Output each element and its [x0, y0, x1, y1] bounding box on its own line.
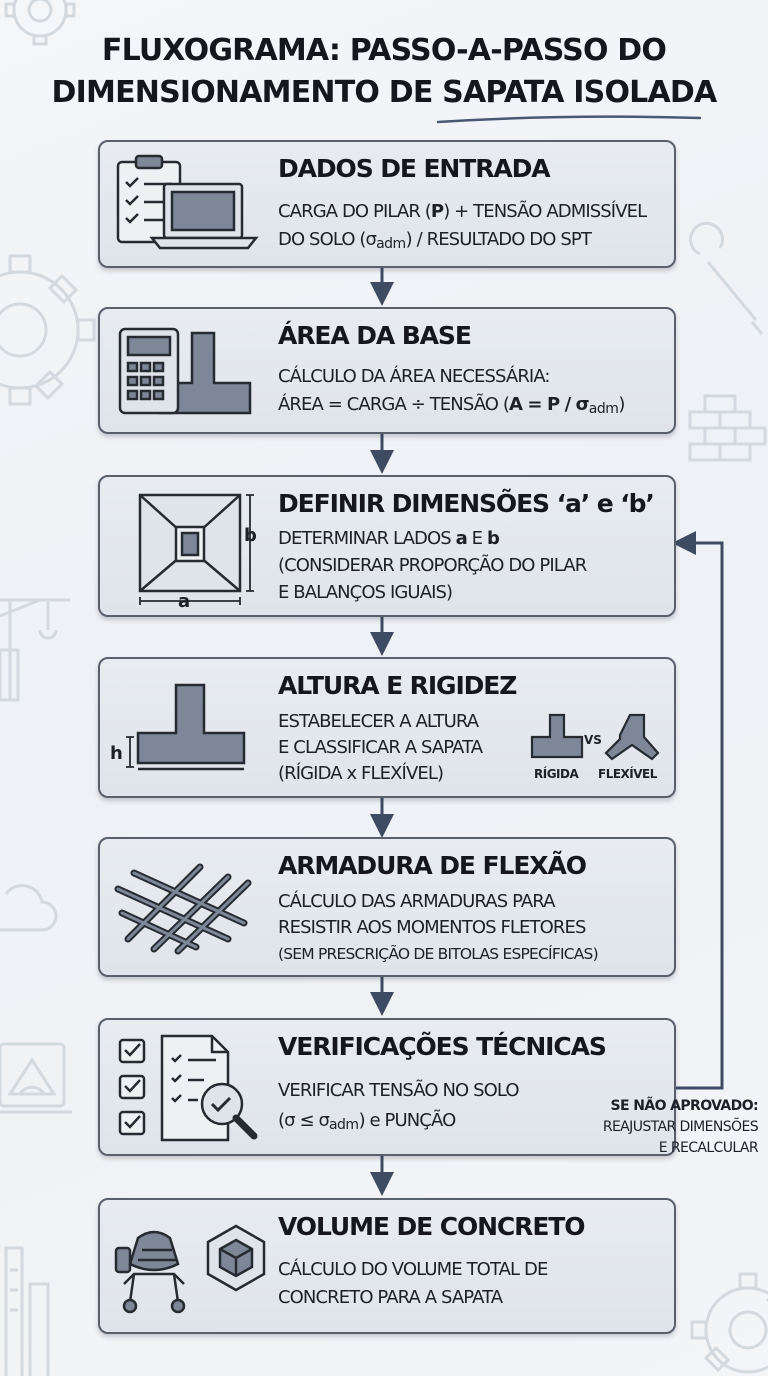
- gear-icon: [690, 1272, 768, 1374]
- page-title: FLUXOGRAMA: PASSO-A-PASSO DO DIMENSIONAM…: [0, 30, 768, 114]
- gear-icon: [4, 0, 76, 46]
- brick-wall-icon: [688, 394, 767, 462]
- feedback-note: SE NÃO APROVADO: REAJUSTAR DIMENSÕES E R…: [520, 1096, 759, 1159]
- checklist-magnifier-icon: [118, 1034, 258, 1142]
- wrench-icon: [689, 221, 764, 335]
- flexible-footing-icon: [604, 713, 660, 761]
- building-icon: [4, 1246, 50, 1376]
- cloud-icon: [0, 884, 58, 932]
- footing-plan-icon: [138, 493, 254, 605]
- calculator-footing-icon: [118, 327, 252, 415]
- step-volume-de-concreto: VOLUME DE CONCRETO CÁLCULO DO VOLUME TOT…: [98, 1198, 676, 1334]
- concrete-mixer-cube-icon: [114, 1224, 266, 1314]
- blueprint-monitor-icon: [0, 1042, 72, 1114]
- step-title: ALTURA E RIGIDEZ: [278, 671, 517, 700]
- versus-label: VS: [584, 733, 602, 747]
- step-description: VERIFICAR TENSÃO NO SOLO (σ ≤ σadm) e PU…: [278, 1080, 520, 1133]
- step-description: ESTABELECER A ALTURA E CLASSIFICAR A SAP…: [278, 711, 483, 784]
- flexible-label: FLEXÍVEL: [598, 767, 657, 781]
- rigid-footing-icon: [530, 713, 584, 759]
- step-description: CÁLCULO DAS ARMADURAS PARA RESISTIR AOS …: [278, 891, 599, 963]
- feedback-note-heading: SE NÃO APROVADO:: [610, 1098, 759, 1114]
- step-definir-dimensoes: a b DEFINIR DIMENSÕES ‘a’ e ‘b’ DETERMIN…: [98, 475, 676, 617]
- checklist-laptop-icon: [116, 154, 259, 250]
- step-title: VOLUME DE CONCRETO: [278, 1212, 586, 1241]
- step-description: CARGA DO PILAR (P) + TENSÃO ADMISSÍVEL D…: [278, 201, 647, 252]
- step-title: DADOS DE ENTRADA: [278, 154, 551, 183]
- title-underline: [436, 115, 702, 124]
- crane-icon: [0, 598, 70, 702]
- step-description: CÁLCULO DO VOLUME TOTAL DE CONCRETO PARA…: [278, 1259, 548, 1308]
- rebar-mesh-icon: [114, 863, 252, 955]
- step-title: ÁREA DA BASE: [278, 321, 472, 350]
- rigid-label: RÍGIDA: [534, 767, 579, 781]
- step-title: VERIFICAÇÕES TÉCNICAS: [278, 1032, 607, 1061]
- step-dados-de-entrada: DADOS DE ENTRADA CARGA DO PILAR (P) + TE…: [98, 140, 676, 268]
- step-armadura-de-flexao: ARMADURA DE FLEXÃO CÁLCULO DAS ARMADURAS…: [98, 837, 676, 977]
- step-description: CÁLCULO DA ÁREA NECESSÁRIA: ÁREA = CARGA…: [278, 366, 625, 417]
- dimension-label-b: b: [244, 525, 257, 546]
- step-description: DETERMINAR LADOS a E b (CONSIDERAR PROPO…: [278, 528, 587, 603]
- footing-section-icon: [126, 683, 246, 771]
- step-title: ARMADURA DE FLEXÃO: [278, 851, 587, 880]
- title-line-2: DIMENSIONAMENTO DE SAPATA ISOLADA: [51, 75, 718, 110]
- step-verificacoes-tecnicas: VERIFICAÇÕES TÉCNICAS VERIFICAR TENSÃO N…: [98, 1018, 676, 1156]
- step-altura-e-rigidez: h ALTURA E RIGIDEZ ESTABELECER A ALTURA …: [98, 657, 676, 798]
- dimension-label-a: a: [178, 591, 191, 612]
- gear-icon: [0, 254, 96, 406]
- step-area-da-base: ÁREA DA BASE CÁLCULO DA ÁREA NECESSÁRIA:…: [98, 307, 676, 434]
- title-line-1: FLUXOGRAMA: PASSO-A-PASSO DO: [101, 33, 667, 68]
- dimension-label-h: h: [110, 743, 123, 764]
- step-title: DEFINIR DIMENSÕES ‘a’ e ‘b’: [278, 489, 655, 518]
